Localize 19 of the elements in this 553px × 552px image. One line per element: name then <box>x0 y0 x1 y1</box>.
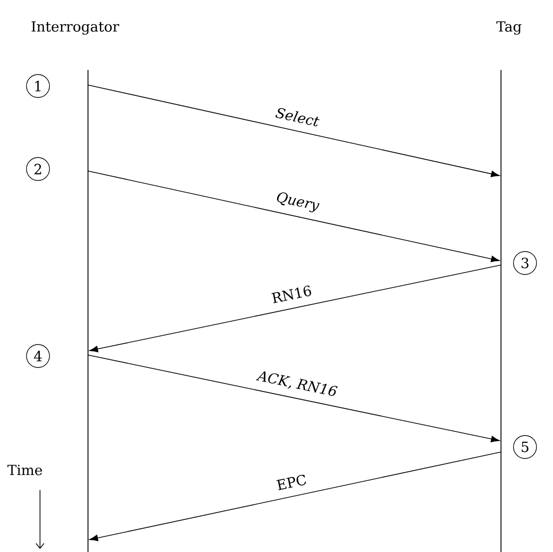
edge-label: ACK, RN16 <box>255 368 340 400</box>
callout-number: 5 <box>513 435 537 459</box>
lifeline-label: Interrogator <box>32 21 120 35</box>
edge-label: Query <box>274 190 322 215</box>
callout-number: 4 <box>26 344 50 368</box>
edge-label: Select <box>274 106 322 128</box>
callout-number: 1 <box>26 74 50 98</box>
time-label: Time <box>7 464 42 476</box>
arrow <box>88 354 500 442</box>
arrow <box>88 170 500 262</box>
arrow <box>89 264 502 352</box>
lifeline-label: Tag <box>496 21 522 35</box>
edge-label: RN16 <box>270 284 314 305</box>
callout-number: 3 <box>513 251 537 275</box>
lifeline <box>500 70 502 552</box>
arrow <box>89 452 502 542</box>
callout-number: 2 <box>26 157 50 181</box>
edge-label: EPC <box>274 472 309 492</box>
arrow <box>88 84 500 178</box>
